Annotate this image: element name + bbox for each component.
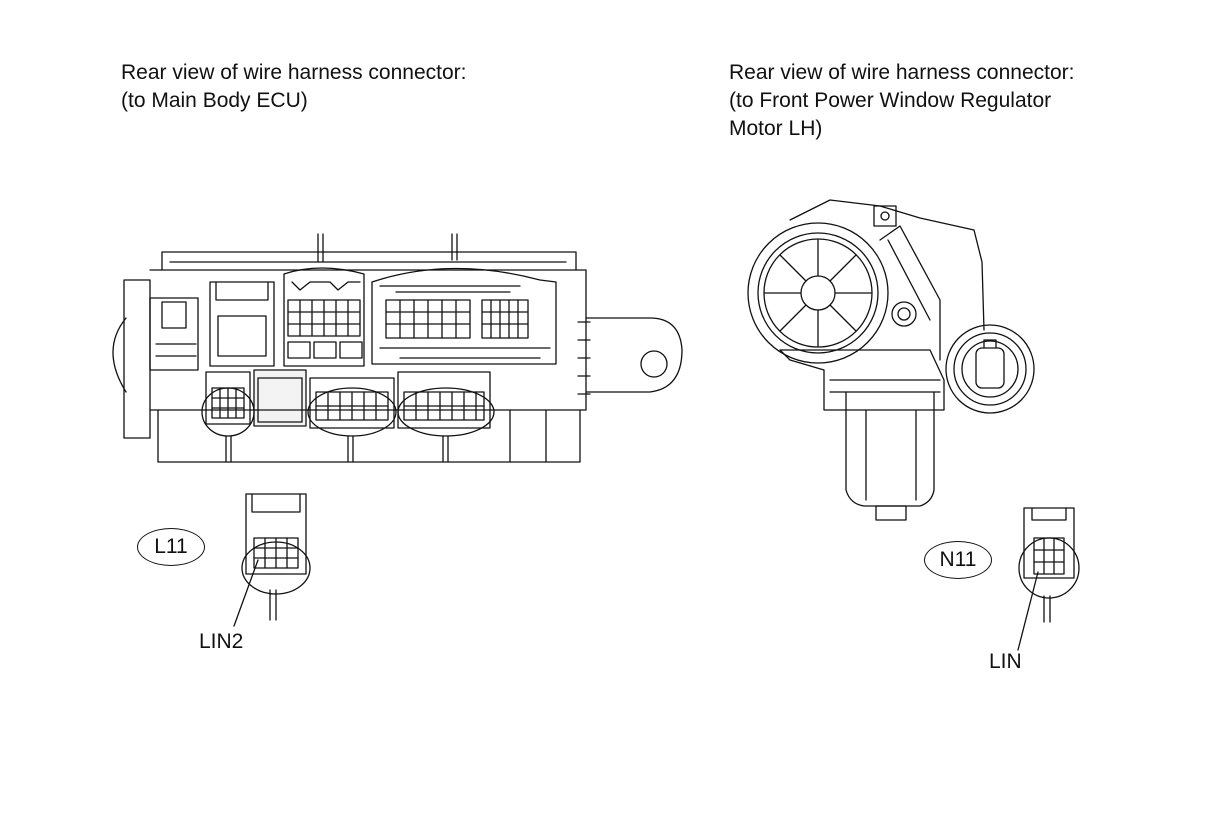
left-caption-line-1: Rear view of wire harness connector: — [121, 61, 467, 84]
window-motor-drawing — [748, 200, 1034, 520]
left-caption: Rear view of wire harness connector: (to… — [121, 59, 467, 115]
n11-connector-drawing — [1018, 508, 1079, 650]
right-caption: Rear view of wire harness connector: (to… — [729, 59, 1075, 143]
right-caption-line-1: Rear view of wire harness connector: — [729, 61, 1075, 84]
l11-connector-id: L11 — [137, 528, 205, 566]
n11-connector-id: N11 — [924, 541, 992, 579]
right-caption-line-2: (to Front Power Window Regulator — [729, 89, 1052, 112]
right-caption-line-3: Motor LH) — [729, 117, 823, 140]
main-body-ecu-drawing — [113, 234, 682, 462]
lin-pin-label: LIN — [989, 650, 1022, 673]
n11-connector-id-text: N11 — [939, 548, 977, 571]
lin2-pin-label: LIN2 — [199, 630, 244, 653]
l11-connector-id-text: L11 — [154, 535, 188, 558]
left-caption-line-2: (to Main Body ECU) — [121, 89, 308, 112]
l11-connector-drawing — [234, 494, 310, 626]
